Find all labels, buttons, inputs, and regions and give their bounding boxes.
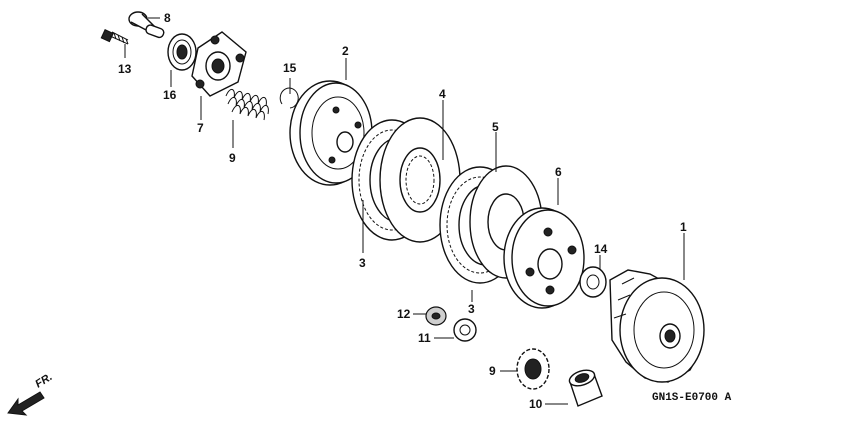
part-drive-plate xyxy=(191,31,247,97)
callout-7: 8 xyxy=(164,11,171,25)
callout-13: 12 xyxy=(397,307,411,321)
callout-8: 9 xyxy=(229,151,236,165)
callout-11: 11 xyxy=(418,331,431,345)
callout-14: 14 xyxy=(594,242,608,256)
callout-1: 1 xyxy=(680,220,687,234)
part-pin xyxy=(128,11,165,39)
part-bushing xyxy=(568,369,603,407)
leader-lines xyxy=(124,17,685,405)
part-bearing xyxy=(167,33,197,71)
callout-9: 9 xyxy=(489,364,496,378)
callout-2: 2 xyxy=(342,44,349,58)
callout-4-lower: 5 xyxy=(492,120,499,134)
callout-6: 7 xyxy=(197,121,204,135)
part-clutch-plate-upper xyxy=(379,117,461,243)
part-clutch-center xyxy=(503,207,585,309)
part-bolt xyxy=(100,29,129,45)
callout-3-lower: 3 xyxy=(468,302,475,316)
callout-5: 6 xyxy=(555,165,562,179)
callout-15: 15 xyxy=(283,61,297,75)
callout-12: 13 xyxy=(118,62,132,76)
callout-4-upper: 4 xyxy=(439,87,446,101)
part-lock-washer xyxy=(579,266,607,298)
callout-16: 16 xyxy=(163,88,177,102)
front-arrow-icon xyxy=(7,391,45,416)
diagram-code: GN1S-E0700 A xyxy=(652,392,732,404)
part-spring xyxy=(225,89,269,121)
part-washer xyxy=(453,318,477,342)
callout-3-upper: 3 xyxy=(359,256,366,270)
part-nut xyxy=(425,306,447,326)
callout-10: 10 xyxy=(529,397,543,411)
part-gear xyxy=(516,348,550,390)
part-clutch-outer xyxy=(609,269,705,383)
front-direction-label: FR. xyxy=(33,371,54,391)
